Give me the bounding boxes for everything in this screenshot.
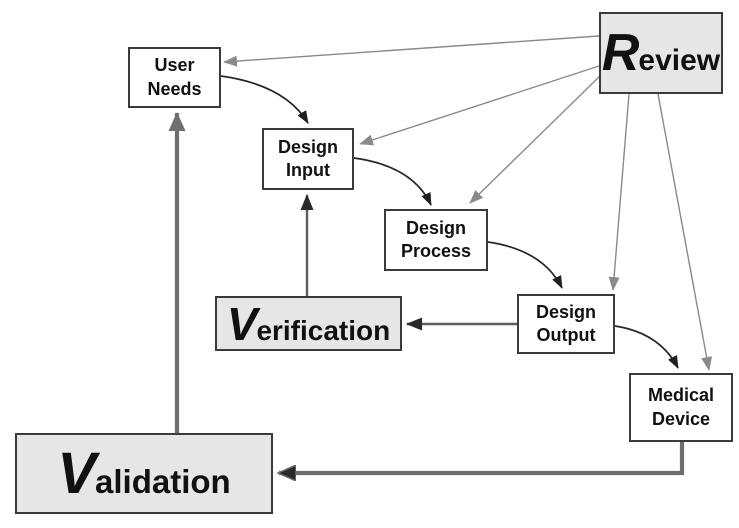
node-review: Review: [599, 12, 723, 94]
arrow-review-to-design-process: [469, 75, 601, 204]
arrow-review-to-medical-device: [657, 93, 713, 371]
node-rest-letters: alidation: [95, 462, 231, 500]
node-design-output: Design Output: [517, 294, 615, 354]
node-initial-letter: V: [57, 440, 96, 506]
node-medical-device: Medical Device: [629, 373, 733, 442]
node-initial-letter: V: [226, 297, 258, 350]
node-label-verification: Verification: [227, 301, 391, 347]
node-label-design-input: Design Input: [277, 136, 338, 180]
node-validation: Validation: [15, 433, 273, 514]
node-verification: Verification: [215, 296, 402, 351]
arrow-design-input-to-design-process: [353, 157, 432, 206]
node-initial-letter: R: [601, 24, 640, 82]
node-label-design-output: Design Output: [535, 301, 596, 345]
arrow-review-to-design-input: [359, 65, 600, 146]
arrow-design-process-to-design-output: [487, 241, 563, 289]
arrow-review-to-user-needs: [223, 35, 600, 67]
node-design-process: Design Process: [384, 209, 488, 271]
node-label-medical-device: Medical Device: [647, 385, 715, 429]
node-design-input: Design Input: [262, 128, 354, 190]
node-label-user-needs: User Needs: [147, 55, 202, 99]
node-label-design-process: Design Process: [400, 217, 472, 261]
node-rest-letters: erification: [256, 314, 391, 346]
node-rest-letters: eview: [638, 44, 721, 77]
arrow-medical-device-to-validation: [279, 442, 685, 473]
node-label-validation: Validation: [57, 444, 231, 503]
arrow-design-output-to-medical-device: [614, 325, 679, 369]
node-user-needs: User Needs: [128, 47, 221, 108]
node-label-review: Review: [602, 27, 720, 79]
arrow-user-needs-to-design-input: [220, 75, 309, 124]
arrow-review-to-design-output: [608, 93, 630, 291]
